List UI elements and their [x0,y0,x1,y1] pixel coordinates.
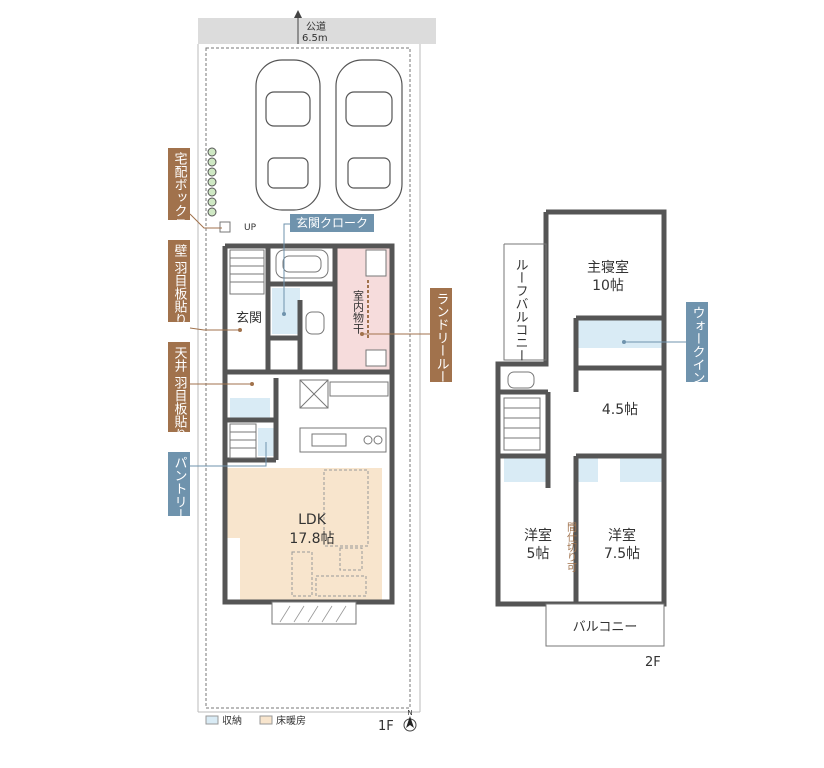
svg-text:天井 羽目板貼り: 天井 羽目板貼り [172,346,188,442]
room-western5-name: 洋室 [524,527,552,544]
room-master-name: 主寝室 [587,259,629,276]
1f-stairs [229,249,265,459]
kitchen-sink-icon [311,433,347,447]
toilet-icon [305,311,325,335]
2f-stairs [503,397,541,451]
washer-icon [365,249,387,277]
room-drying: 室内物干 [352,289,365,335]
bathtub-inner [282,255,322,273]
callout-wall-panel: 壁 羽目板貼り [168,240,242,332]
room-western75-name: 洋室 [608,527,636,544]
shrub-icons [207,147,217,217]
room-ldk-size: 17.8帖 [289,531,334,547]
callout-delivery-box: 宅配ボックス [168,148,222,230]
callout-pantry: パントリー [168,442,267,521]
callout-laundry-room: ランドリールーム [360,288,452,396]
room-4-5: 4.5帖 [602,402,638,418]
2f-storage-zone [620,458,664,482]
svg-text:ウォークインクローゼット: ウォークインクローゼット [690,306,706,462]
callout-entry-closet: 玄関クローク [282,214,374,316]
bay-window-hatch [279,605,347,623]
road-name: 公道 [306,20,326,33]
svg-text:ランドリールーム: ランドリールーム [434,292,449,396]
callout-walkin-closet: ウォークインクローゼット [622,302,708,462]
room-ldk-name: LDK [298,512,327,528]
room-entrance: 玄関 [236,311,262,326]
delivery-box-icon [219,221,231,233]
callout-ceiling-panel: 天井 羽目板貼り [168,342,254,442]
room-master-size: 10帖 [592,278,624,294]
svg-text:玄関クローク: 玄関クローク [296,215,368,230]
legend-storage: 収納 [222,714,242,727]
room-roof-balcony: ルーフバルコニー [513,258,529,362]
kitchen-counter-back [329,381,389,397]
road-arrow-head [294,10,302,18]
entry-closet-zone [272,288,300,334]
site-boundary [205,47,411,709]
legend-heating: 床暖房 [276,714,306,727]
2f-interior-walls [498,315,664,604]
sink-icon [365,349,387,367]
north-arrow-icon: N [403,709,417,732]
car-icon [335,59,403,211]
up-label: UP [244,223,257,233]
svg-text:宅配ボックス: 宅配ボックス [172,152,188,230]
2f-toilet-icon [507,371,535,389]
room-western75-size: 7.5帖 [604,546,640,562]
room-balcony: バルコニー [573,620,638,635]
road-width: 6.5m [302,33,328,44]
dining-furniture [291,469,369,597]
2f-storage-zone [504,458,546,482]
roof-balcony-outline [503,243,547,361]
svg-text:パントリー: パントリー [172,456,188,521]
legend-swatch-heating [259,715,273,725]
storage-zone [230,398,270,420]
public-road [198,18,436,44]
balcony-outline [545,603,665,647]
2f-walkin-zone [576,318,664,348]
svg-text:N: N [407,709,412,717]
floor-label-2f: 2F [645,655,661,670]
partition-label: 間仕切り可 [565,522,577,572]
car-icon [255,59,321,211]
floor-heating-zone [240,468,382,600]
floor-heating-zone-left [225,468,245,538]
stove-icon [373,435,383,445]
2f-outer-wall [495,209,667,607]
floor-label-1f: 1F [378,719,394,734]
2f-storage-zone [576,458,598,482]
legend-swatch-storage [205,715,219,725]
svg-text:壁 羽目板貼り: 壁 羽目板貼り [172,244,188,327]
1f-interior-walls [225,246,392,463]
room-western5-size: 5帖 [527,546,550,562]
stove-icon [363,435,373,445]
